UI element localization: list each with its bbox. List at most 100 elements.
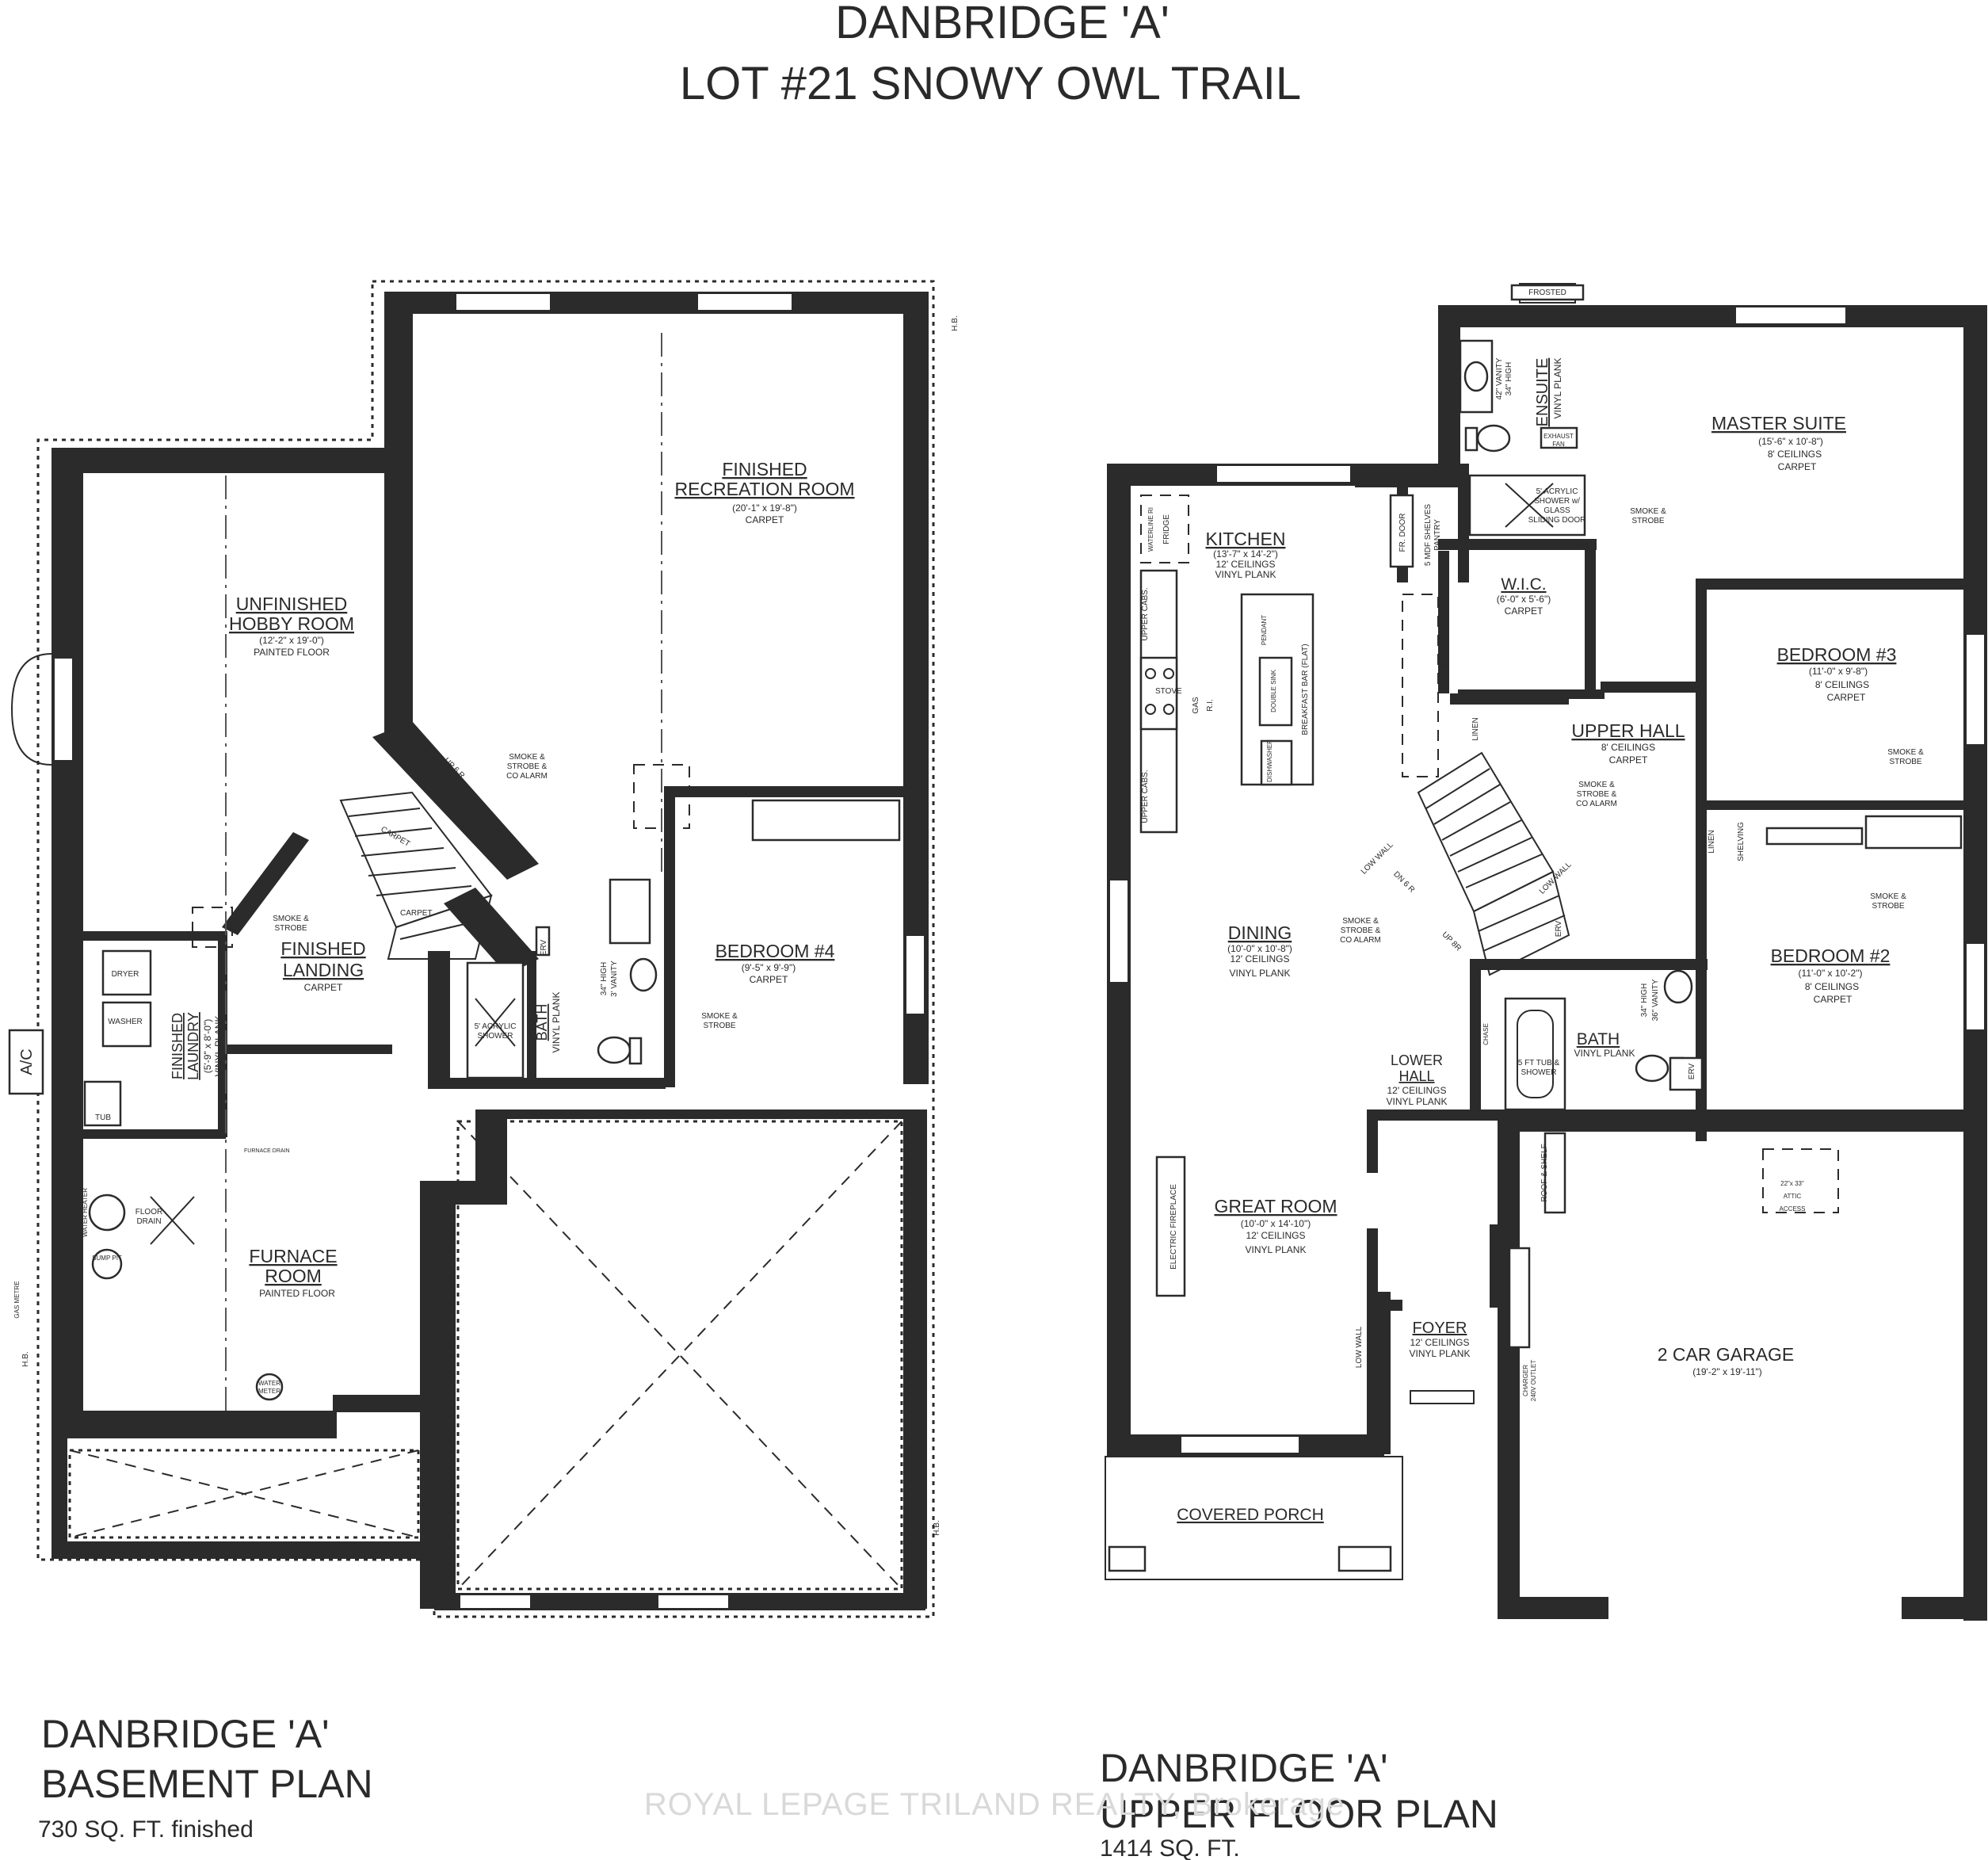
wic-floor: CARPET xyxy=(1505,605,1543,617)
furnace-room-label-2: ROOM xyxy=(265,1266,322,1286)
bedroom2-smoke-1: SMOKE & xyxy=(1870,892,1906,901)
furnace-room-label-1: FURNACE xyxy=(249,1246,337,1266)
basement-stair-carpet-2: CARPET xyxy=(400,909,433,918)
bedroom4-smoke-2: STROBE xyxy=(703,1022,735,1030)
header-title-line2: LOT #21 SNOWY OWL TRAIL xyxy=(680,58,1301,109)
ensuite-shower-1: 5' ACRYLIC xyxy=(1536,487,1578,496)
dining-smoke-1: SMOKE & xyxy=(1342,917,1379,926)
great-room-floor: VINYL PLANK xyxy=(1246,1244,1307,1255)
breakfast-bar-label: BREAKFAST BAR (FLAT) xyxy=(1301,644,1310,735)
garage-dim: (19'-2" x 19'-11") xyxy=(1692,1366,1762,1377)
tub-icon xyxy=(1504,997,1566,1111)
shower-icon xyxy=(466,961,525,1079)
lower-hall-ceil: 12' CEILINGS xyxy=(1387,1085,1447,1096)
ev-label-2: CHARGER xyxy=(1522,1365,1529,1396)
upper-stairs xyxy=(1417,751,1570,976)
exhaust-2: FAN xyxy=(1552,441,1565,448)
upper-bath-label: BATH xyxy=(1577,1030,1620,1048)
watermark-text: ROYAL LEPAGE TRILAND REALTY, Brokerage xyxy=(644,1787,1345,1822)
upper-erv-2: ERV xyxy=(1688,1063,1696,1079)
hobby-room-label-1: UNFINISHED xyxy=(236,594,348,614)
basement-plan-title-1: DANBRIDGE 'A' xyxy=(41,1712,330,1756)
lower-hall-label-1: LOWER xyxy=(1391,1052,1443,1068)
basement-shower-1: 5' ACRYLIC xyxy=(475,1022,517,1031)
ensuite-vanity-2: 34" HIGH xyxy=(1505,362,1513,395)
great-room-label: GREAT ROOM xyxy=(1214,1196,1337,1216)
basement-bath-floor: VINYL PLANK xyxy=(551,992,562,1053)
ensuite-toilet-icon xyxy=(1476,424,1511,453)
pantry-label-1: 5 MDF SHELVES xyxy=(1424,504,1433,566)
porch-label: COVERED PORCH xyxy=(1177,1506,1324,1524)
pendant-label: PENDANT xyxy=(1261,615,1268,645)
kitchen-dim: (13'-7" x 14'-2") xyxy=(1213,548,1278,560)
fridge-door-label: FR. DOOR xyxy=(1398,514,1407,552)
basement-smoke-co-1: SMOKE & xyxy=(509,753,545,762)
basement-vanity-1: 34" HIGH xyxy=(600,962,609,995)
dining-ceil: 12' CEILINGS xyxy=(1231,953,1290,964)
floor-drain-1: FLOOR xyxy=(135,1208,162,1216)
bedroom3-floor: CARPET xyxy=(1827,692,1866,703)
upper-plan-title-1: DANBRIDGE 'A' xyxy=(1100,1746,1388,1790)
ri-label: R.I. xyxy=(1206,699,1215,712)
tub-shower-1: 5 FT TUB & xyxy=(1518,1059,1560,1067)
upper-hall-smoke-2: STROBE & xyxy=(1577,790,1617,799)
kitchen-label: KITCHEN xyxy=(1206,529,1286,549)
landing-floor: CARPET xyxy=(304,982,343,993)
double-sink-label: DOUBLE SINK xyxy=(1270,669,1277,712)
dryer-label: DRYER xyxy=(112,970,139,979)
washer-label: WASHER xyxy=(108,1018,143,1026)
pantry-label-2: PANTRY xyxy=(1433,519,1442,551)
water-meter-label-2: METER xyxy=(258,1388,280,1395)
laundry-floor: VINYL PLANK xyxy=(213,1016,224,1077)
attic-label-1: 22"x 33" xyxy=(1780,1180,1804,1187)
tub-label: TUB xyxy=(95,1113,111,1122)
upper-hall-label: UPPER HALL xyxy=(1571,720,1685,741)
great-room-ceil: 12' CEILINGS xyxy=(1246,1230,1306,1241)
bath-vanity-1: 34" HIGH xyxy=(1640,983,1649,1017)
bedroom3-smoke-2: STROBE xyxy=(1889,758,1921,766)
attic-label-2: ATTIC xyxy=(1784,1193,1802,1200)
basement-hb-left: H.B. xyxy=(21,1351,30,1366)
dining-smoke-3: CO ALARM xyxy=(1340,936,1381,945)
hobby-room-dim: (12'-2" x 19'-0") xyxy=(259,635,324,646)
furnace-drain-label: FURNACE DRAIN xyxy=(244,1148,290,1154)
sink-icon xyxy=(629,957,658,992)
upper-floor-plan: KITCHEN (13'-7" x 14'-2") 12' CEILINGS V… xyxy=(933,283,1987,1860)
upper-hb-label: H.B. xyxy=(933,1520,941,1535)
dining-label: DINING xyxy=(1228,922,1292,943)
ensuite-label: ENSUITE xyxy=(1534,358,1551,427)
basement-stair-carpet-1: CARPET xyxy=(380,825,412,849)
ev-label-1: FUTURE EV xyxy=(1514,1362,1521,1399)
ensuite-shower-4: SLIDING DOOR xyxy=(1528,516,1586,525)
dishwasher-label: DISHWASHER xyxy=(1266,739,1273,782)
fridge-label-1: WATERLINE RI xyxy=(1147,507,1154,552)
rec-room-label-1: FINISHED xyxy=(722,459,807,479)
basement-shower-2: SHOWER xyxy=(478,1032,513,1041)
bedroom4-label: BEDROOM #4 xyxy=(715,941,835,961)
gas-metre-label: GAS METRE xyxy=(13,1281,21,1318)
basement-plan-area: 730 SQ. FT. finished xyxy=(38,1816,254,1843)
upper-cabs-1: UPPER CABS. xyxy=(1141,587,1150,640)
basement-hb-right: H.B. xyxy=(951,315,960,330)
basement-erv: ERV xyxy=(540,939,548,956)
low-wall-label-2: LOW WALL xyxy=(1355,1326,1364,1368)
laundry-dim: (5'-9" x 8'-0") xyxy=(202,1019,213,1073)
bedroom3-label: BEDROOM #3 xyxy=(1777,644,1897,665)
bedroom2-ceil: 8' CEILINGS xyxy=(1805,981,1859,992)
exhaust-1: EXHAUST xyxy=(1543,433,1574,440)
header-title-line1: DANBRIDGE 'A' xyxy=(835,0,1170,48)
lower-hall-label-2: HALL xyxy=(1398,1068,1434,1084)
sump-pit-label: SUMP PIT xyxy=(92,1255,122,1262)
basement-smoke-co-3: CO ALARM xyxy=(506,772,548,781)
bedroom2-smoke-2: STROBE xyxy=(1872,902,1904,911)
landing-smoke-1: SMOKE & xyxy=(273,915,309,923)
master-suite-ceil: 8' CEILINGS xyxy=(1768,449,1822,460)
bedroom4-floor: CARPET xyxy=(750,974,788,985)
tub-shower-2: SHOWER xyxy=(1521,1068,1557,1077)
bath-toilet-icon xyxy=(1635,1054,1669,1083)
foyer-label: FOYER xyxy=(1413,1320,1467,1337)
ensuite-shower-icon xyxy=(1468,474,1586,537)
ensuite-shower-2: SHOWER w/ xyxy=(1534,497,1580,506)
dining-smoke-2: STROBE & xyxy=(1341,926,1381,935)
